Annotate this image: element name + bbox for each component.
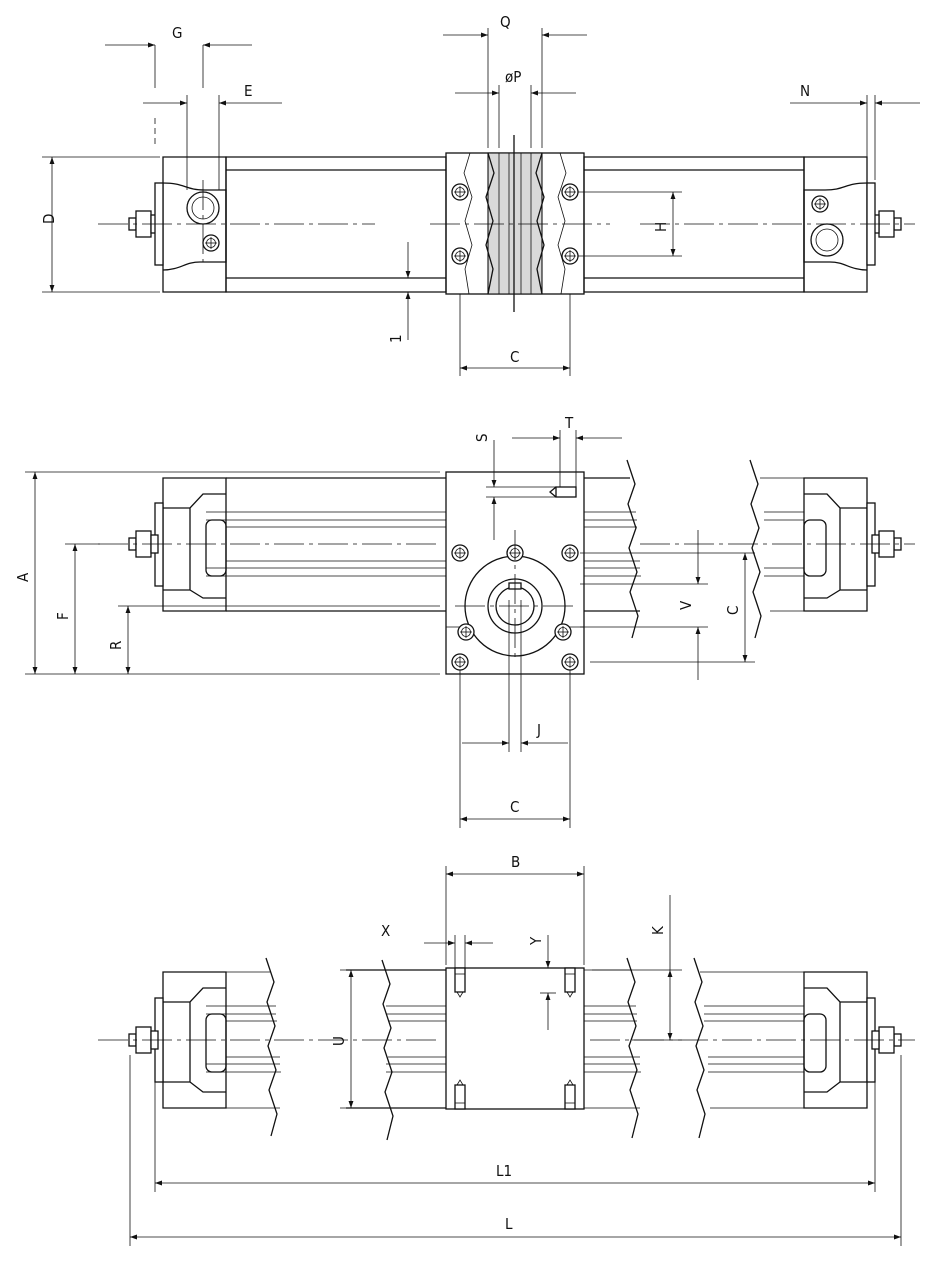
left-cylinder-tube [225, 156, 447, 293]
dim-L1: L1 [496, 1162, 512, 1180]
rack-section [487, 152, 543, 295]
dim-D: D [40, 214, 58, 224]
dim-G: G [172, 24, 182, 42]
dim-R: R [107, 641, 125, 650]
screw-icon [561, 544, 579, 562]
screw-icon [451, 247, 469, 265]
screw-icon [451, 183, 469, 201]
centre-housing [445, 967, 585, 1110]
left-end-cap [162, 156, 227, 293]
dim-L: L [505, 1215, 513, 1233]
dim-P: øP [505, 68, 521, 86]
screw-icon [451, 544, 469, 562]
dim-J: J [536, 721, 541, 739]
side-view: B X Y K U L1 L [98, 853, 915, 1246]
dim-C-mid: C [510, 798, 519, 816]
dim-N: N [800, 82, 810, 100]
screw-icon [457, 623, 475, 641]
dim-K: K [649, 925, 667, 935]
screw-icon [554, 623, 572, 641]
dim-Q: Q [500, 13, 511, 31]
dim-X: X [381, 922, 390, 940]
dim-U: U [330, 1036, 348, 1046]
front-view: S T A F R V C J [14, 414, 915, 828]
dim-V: V [677, 600, 695, 610]
dim-T: T [564, 414, 574, 432]
screw-icon [561, 653, 579, 671]
right-cylinder-tube [583, 156, 805, 293]
top-view: G E Q øP N D H 1 [40, 13, 920, 376]
left-end-cap [162, 477, 227, 612]
dim-C-top: C [510, 348, 519, 366]
screw-icon [202, 234, 220, 252]
screw-icon [561, 247, 579, 265]
dim-1: 1 [387, 334, 405, 343]
dim-A: A [14, 572, 32, 582]
dim-C-side: C [724, 606, 742, 615]
dim-H: H [652, 222, 670, 232]
dim-S: S [473, 433, 491, 442]
screw-icon [451, 653, 469, 671]
screw-icon [561, 183, 579, 201]
screw-icon [811, 195, 829, 213]
right-end-cap [803, 477, 868, 612]
dim-F: F [54, 612, 72, 620]
dim-Y: Y [527, 936, 545, 946]
right-end-cap [803, 156, 868, 293]
dim-B: B [511, 853, 520, 871]
dim-E: E [244, 82, 253, 100]
